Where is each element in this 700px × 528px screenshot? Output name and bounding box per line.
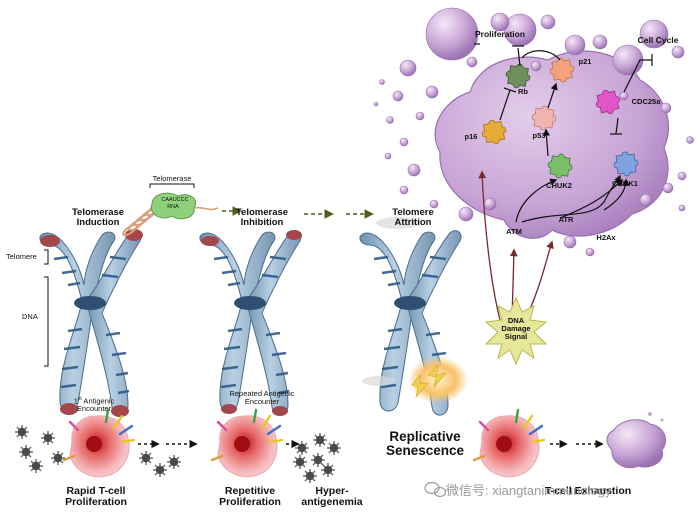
t-cell-3 xyxy=(472,408,546,478)
atr-label: ATR xyxy=(558,215,574,224)
p16-label: p16 xyxy=(464,132,478,141)
repetitive-proliferation-label: Repetitive Proliferation xyxy=(219,485,281,509)
first-encounter-sup: st xyxy=(77,395,82,402)
t-cell-exhaustion-label: T-cell Exhaustion xyxy=(544,485,632,497)
cell-pathways xyxy=(474,43,653,223)
hyper-antigenemia-label: Hyper- antigenemia xyxy=(301,485,363,509)
dna-damage-star xyxy=(484,296,548,366)
telomerase-label: Telomerase xyxy=(152,174,192,183)
replicative-senescence-label: Replicative Senescence xyxy=(385,429,465,459)
telomere-bracket xyxy=(44,249,49,367)
first-encounter-text: Antigenic Encounter xyxy=(76,396,115,414)
telomere-label: Telomere xyxy=(6,252,37,261)
rapid-proliferation-label: Rapid T-cell Proliferation xyxy=(65,485,127,509)
proliferation-label: Proliferation xyxy=(474,29,526,39)
h2ax-label: H2Ax xyxy=(596,233,616,242)
exhausted-cell xyxy=(606,412,666,469)
stage-telomerase-inhibition: Telomerase Inhibition xyxy=(235,207,289,228)
stage-telomerase-induction: Telomerase Induction xyxy=(71,207,125,228)
telomerase-enzyme xyxy=(122,183,219,237)
p53-label: p53 xyxy=(532,131,546,140)
wechat-icon xyxy=(424,481,447,498)
viruses xyxy=(14,424,342,484)
stage-arrows xyxy=(222,206,374,219)
chromosome-2 xyxy=(198,229,303,417)
cdc25a-label: CDC25a xyxy=(631,97,661,106)
dna-label: DNA xyxy=(22,312,38,321)
t-cell-1 xyxy=(62,408,136,478)
t-cell-2 xyxy=(210,408,284,478)
stage-telomere-attrition: Telomere Attrition xyxy=(392,207,434,228)
first-encounter-number: 1 xyxy=(73,396,78,406)
dna-damage-signal-label: DNA Damage Signal xyxy=(501,316,531,341)
chromosome-3 xyxy=(358,217,468,417)
chromosome-1 xyxy=(38,229,143,417)
first-encounter-label: 1st Antigenic Encounter xyxy=(64,389,124,413)
p21-label: p21 xyxy=(578,57,592,66)
rb-label: Rb xyxy=(518,87,528,96)
watermark: 微信号: xiangtanimmunology xyxy=(446,483,612,498)
chuk2-label: CHUK2 xyxy=(546,181,572,190)
chuk1-label: CHUK1 xyxy=(612,179,638,188)
repeated-encounter-label: Repeated Antigenic Encounter xyxy=(229,389,295,406)
cell-cycle-label: Cell Cycle xyxy=(637,35,679,45)
atm-label: ATM xyxy=(506,227,522,236)
telomerase-template: CAAUCCC xyxy=(161,197,189,203)
telomerase-rna: RNA xyxy=(167,204,179,210)
